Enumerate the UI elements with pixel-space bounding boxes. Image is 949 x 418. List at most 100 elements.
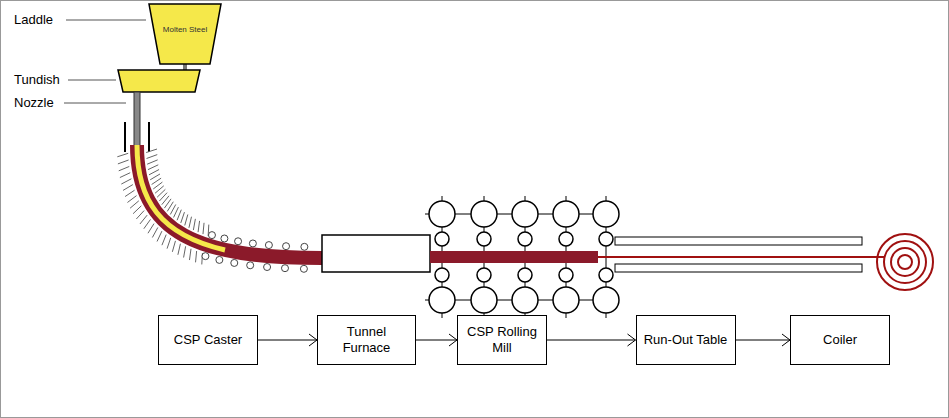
ladle: Molten Steel (148, 3, 222, 65)
mill-roll (471, 201, 497, 227)
leader-line (64, 103, 126, 104)
process-box: Tunnel Furnace (317, 315, 416, 365)
spray-line (196, 251, 197, 262)
spray-line (130, 201, 139, 208)
node-text: Molten Steel (163, 25, 207, 35)
spray-line (162, 235, 166, 246)
spray-line (133, 206, 141, 214)
spray-line (125, 190, 134, 196)
liquid-core (137, 145, 225, 250)
guide-roller (264, 264, 271, 271)
leader-line (66, 20, 146, 21)
mill-roll (599, 232, 613, 246)
spray-line (147, 160, 158, 164)
guide-roller (300, 265, 307, 272)
spray-line (172, 241, 175, 252)
guide-roller (281, 265, 288, 272)
mill-roll (599, 268, 613, 282)
spray-line (181, 212, 185, 223)
spray-line (193, 219, 195, 230)
part-label: Tundish (14, 72, 60, 88)
mill-roll (559, 268, 573, 282)
spray-line (170, 204, 175, 214)
guide-roller (249, 240, 256, 247)
process-box: CSP Rolling Mill (457, 315, 547, 365)
arrow-head (309, 334, 317, 346)
spray-line (198, 221, 200, 232)
run-out-bar (615, 237, 862, 245)
node-text: Tunnel Furnace (324, 324, 409, 355)
guide-roller (231, 259, 238, 266)
part-label: Nozzle (14, 95, 54, 111)
coil (877, 234, 933, 290)
cast-strand (137, 145, 322, 258)
mill-roll (471, 287, 497, 313)
spray-line (147, 155, 158, 159)
mill-roll (553, 287, 579, 313)
guide-roller (202, 253, 209, 260)
spray-line (189, 217, 192, 228)
guide-roller (235, 238, 242, 245)
spray-line (121, 179, 131, 184)
spray-line (119, 166, 130, 170)
ladle-shape (149, 4, 221, 64)
tundish (118, 70, 200, 92)
spray-line (174, 207, 179, 217)
mill-roll (512, 287, 538, 313)
flow-line (416, 340, 457, 341)
spray-line (117, 153, 128, 156)
process-box: CSP Caster (158, 315, 258, 365)
spray-line (148, 224, 154, 234)
spray-line (157, 231, 162, 241)
mill-roll (435, 268, 449, 282)
spray-line (177, 210, 181, 221)
coil (898, 255, 912, 269)
flow-arrow (416, 334, 457, 346)
coil (891, 248, 919, 276)
arrow-head (782, 334, 790, 346)
mill-roll (477, 268, 491, 282)
spray-line (127, 196, 136, 203)
guide-roller (221, 235, 228, 242)
mill-roll (429, 287, 455, 313)
mill-roll (593, 287, 619, 313)
spray-line (146, 149, 157, 152)
guide-roller (208, 232, 215, 239)
node-text: Coiler (823, 332, 857, 348)
part-label: Laddle (14, 12, 53, 28)
node-text: CSP Caster (174, 332, 242, 348)
mill-roll (512, 201, 538, 227)
spray-line (123, 185, 133, 191)
arrow-head (628, 334, 636, 346)
thin-strip (598, 256, 884, 258)
spray-line (148, 165, 158, 170)
guide-roller (247, 262, 254, 269)
flow-arrow (258, 334, 317, 346)
guide-roller (283, 243, 290, 250)
mill-roll (518, 232, 532, 246)
mill-roll (553, 201, 579, 227)
mill-roll (518, 268, 532, 282)
leader-line (68, 80, 116, 81)
flow-arrow (547, 334, 636, 346)
nozzle (134, 92, 140, 148)
rolled-strip (430, 251, 598, 263)
flow-line (736, 340, 791, 341)
mill-roll (435, 232, 449, 246)
arrow-head (449, 334, 457, 346)
spray-line (118, 160, 129, 164)
spray-line (167, 238, 171, 249)
spray-line (184, 246, 186, 257)
rolling-mill (425, 196, 619, 318)
run-out-bar (615, 264, 862, 272)
spray-line (120, 173, 130, 178)
spray-line (178, 244, 181, 255)
spray-line (203, 223, 204, 234)
guide-roller (216, 256, 223, 263)
spray-line (144, 219, 151, 228)
flow-arrow (736, 334, 791, 346)
spray-line (149, 170, 159, 175)
coil (884, 241, 926, 283)
